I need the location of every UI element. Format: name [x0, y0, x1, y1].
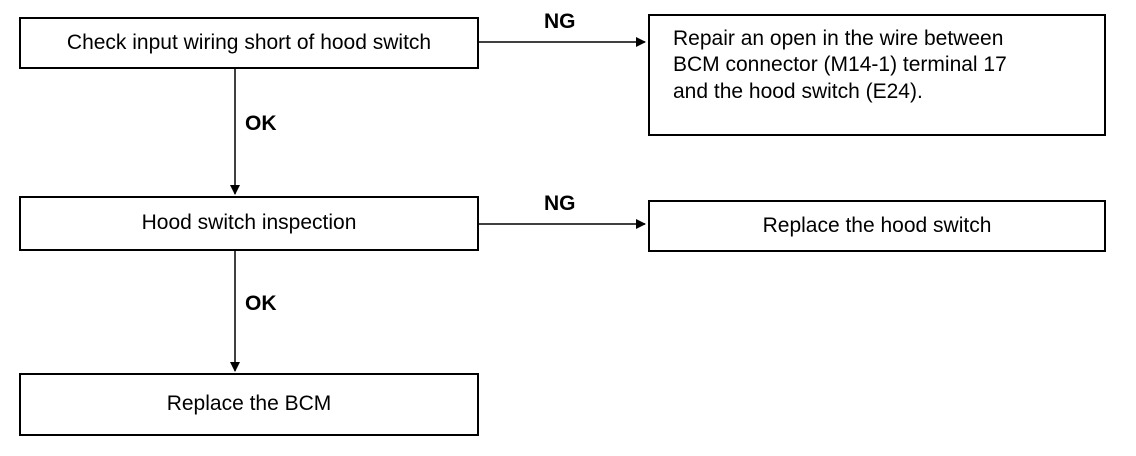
node-repair-open-line-2: BCM connector (M14-1) terminal 17 — [673, 53, 1007, 77]
node-check-wiring-text: Check input wiring short of hood switch — [66, 30, 432, 54]
node-replace-switch-text: Replace the hood switch — [762, 213, 992, 237]
edge-label-wiring-ok: OK — [245, 112, 277, 135]
node-check-wiring: Check input wiring short of hood switch — [19, 17, 479, 69]
node-replace-bcm-text: Replace the BCM — [166, 392, 332, 416]
edge-label-inspection-ok: OK — [245, 292, 277, 315]
node-repair-open-line-1: Repair an open in the wire between — [673, 27, 1004, 50]
node-hood-inspection-text: Hood switch inspection — [141, 211, 357, 235]
node-repair-open-line-3: and the hood switch (E24). — [673, 79, 923, 103]
node-repair-open: Repair an open in the wire between BCM c… — [648, 14, 1106, 136]
node-hood-inspection: Hood switch inspection — [19, 196, 479, 251]
edge-label-inspection-ng: NG — [544, 192, 576, 215]
node-replace-switch: Replace the hood switch — [648, 200, 1106, 252]
edge-label-wiring-ng: NG — [544, 10, 576, 33]
node-replace-bcm: Replace the BCM — [19, 373, 479, 436]
